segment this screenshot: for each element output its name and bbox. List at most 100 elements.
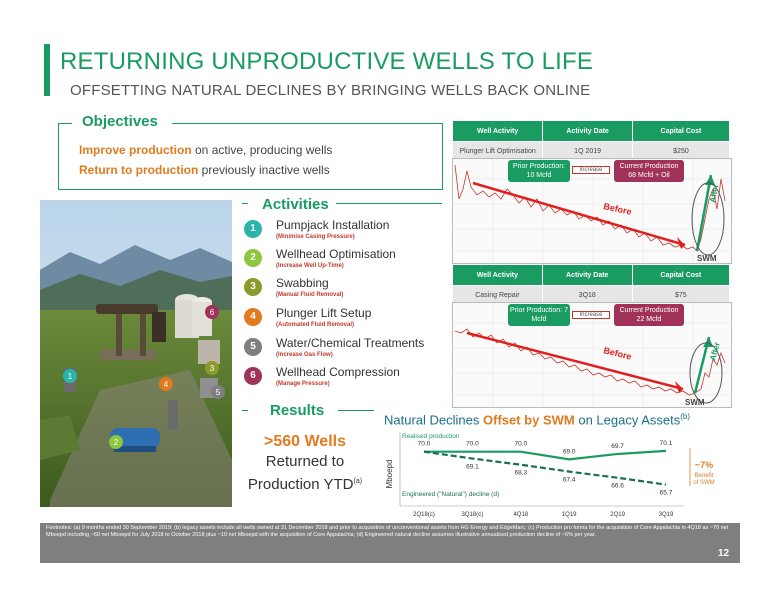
before-label: Before xyxy=(603,201,633,217)
objective-item-2: Return to production previously inactive… xyxy=(79,163,330,177)
data-label: 70.0 xyxy=(418,441,431,448)
engineered-decline-line xyxy=(423,450,667,486)
benefit-line-1: Benefit xyxy=(695,473,714,479)
results-well-count: >560 Wells xyxy=(264,433,346,450)
activities-heading: Activities xyxy=(262,196,329,213)
scene-marker-4: 4 xyxy=(164,380,169,389)
scene-marker-5: 5 xyxy=(216,388,221,397)
data-label: 66.6 xyxy=(611,483,624,490)
activity-number: 3 xyxy=(244,278,262,296)
swm-label: SWM xyxy=(685,398,705,407)
legend-realised: Realised production xyxy=(402,433,460,440)
results-line-3: Production YTD(a) xyxy=(247,476,363,493)
before-label: Before xyxy=(603,345,633,362)
activity-title: Plunger Lift Setup xyxy=(276,306,372,320)
scene-marker-6: 6 xyxy=(210,308,215,317)
footnote: Footnotes: (a) 9 months ended 30 Septemb… xyxy=(46,525,729,538)
objectives-heading: Objectives xyxy=(82,113,158,130)
scene-marker-3: 3 xyxy=(210,364,215,373)
footer-bar xyxy=(40,523,740,563)
table-cell: $250 xyxy=(631,141,731,162)
chart-title: Natural Declines Offset by SWM on Legacy… xyxy=(384,412,691,428)
current-production-callout-2: Current Production 22 Mcfd xyxy=(614,304,684,326)
activities-rule xyxy=(336,203,442,204)
data-label: 70.0 xyxy=(514,441,527,448)
results-heading: Results xyxy=(270,402,325,419)
benefit-line-2: of SWM xyxy=(693,480,714,486)
scene-marker-2: 2 xyxy=(114,438,119,447)
x-tick-label: 1Q19 xyxy=(562,512,577,518)
table-header: Well Activity xyxy=(452,264,543,286)
table-cell: $75 xyxy=(631,285,731,306)
objectives-rule-right xyxy=(172,123,442,124)
activity-subtitle: (Minimise Casing Pressure) xyxy=(276,234,355,240)
activity-subtitle: (Manage Pressure) xyxy=(276,381,330,387)
table-cell: 1Q 2019 xyxy=(542,141,633,162)
activity-number: 2 xyxy=(244,249,262,267)
objective-item-1: Improve production on active, producing … xyxy=(79,143,333,157)
x-tick-label: 3Q18(c) xyxy=(462,512,484,518)
prior-production-callout-2: Prior Production: 7 Mcfd xyxy=(508,304,570,326)
page-title: RETURNING UNPRODUCTIVE WELLS TO LIFE xyxy=(60,48,594,75)
activity-subtitle: (Automated Fluid Removal) xyxy=(276,322,355,328)
table-header: Capital Cost xyxy=(631,120,731,142)
results-summary: >560 Wells Returned to Production YTD(a) xyxy=(246,432,364,495)
prior-production-callout-1: Prior Production: 10 Mcfd xyxy=(508,160,570,182)
objectives-rule-left xyxy=(58,123,72,124)
page-subtitle: OFFSETTING NATURAL DECLINES BY BRINGING … xyxy=(70,82,591,99)
data-label: 70.1 xyxy=(660,440,673,447)
legend-engineered: Engineered ("Natural") decline (d) xyxy=(402,491,499,498)
well-site-illustration: 1 2 3 4 5 6 xyxy=(40,200,232,507)
x-tick-label: 4Q18 xyxy=(513,512,528,518)
activity-subtitle: (Increase Well Up-Time) xyxy=(276,263,344,269)
activity-title: Wellhead Compression xyxy=(276,365,400,379)
current-production-callout-1: Current Production 68 Mcfd + Oil xyxy=(614,160,684,182)
data-label: 65.7 xyxy=(660,490,673,497)
data-label: 70.0 xyxy=(466,441,479,448)
well-activity-table-2: Well Activity Activity Date Capital Cost… xyxy=(452,264,731,306)
table-header: Well Activity xyxy=(451,120,544,142)
x-tick-label: 3Q19 xyxy=(659,512,674,518)
results-line-2: Returned to xyxy=(265,453,345,470)
increase-arrow-2: Increase xyxy=(572,311,610,319)
activity-title: Wellhead Optimisation xyxy=(276,247,396,261)
data-label: 68.3 xyxy=(514,470,527,477)
activity-number: 4 xyxy=(244,308,262,326)
results-dash xyxy=(242,410,248,411)
activity-subtitle: (Increase Gas Flow) xyxy=(276,352,333,358)
swm-label: SWM xyxy=(697,254,717,263)
well-production-plot-1: Before After SWM xyxy=(452,158,732,264)
activity-subtitle: (Manual Fluid Removal) xyxy=(276,292,344,298)
activities-dash xyxy=(242,203,248,204)
well-activity-table-1: Well Activity Activity Date Capital Cost… xyxy=(451,120,731,162)
realised-production-line xyxy=(424,449,667,461)
data-label: 69.1 xyxy=(466,464,479,471)
activity-number: 5 xyxy=(244,338,262,356)
objectives-box xyxy=(58,123,443,190)
after-label: After xyxy=(708,183,720,203)
increase-arrow-1: Increase xyxy=(572,166,610,174)
activity-number: 1 xyxy=(244,220,262,238)
results-rule xyxy=(338,410,374,411)
data-label: 69.7 xyxy=(611,443,624,450)
activity-title: Water/Chemical Treatments xyxy=(276,336,425,350)
title-accent-bar xyxy=(44,44,50,96)
chart-ylabel: Mboepd xyxy=(385,460,394,489)
x-tick-label: 2Q19 xyxy=(610,512,625,518)
well-plot-1-graphic: Before After SWM xyxy=(453,159,731,263)
x-tick-label: 2Q18(c) xyxy=(413,512,435,518)
data-label: 67.4 xyxy=(563,477,576,484)
benefit-value: ~7% xyxy=(695,460,713,470)
activity-title: Pumpjack Installation xyxy=(276,218,390,232)
table-cell: Casing Repair xyxy=(452,285,543,306)
activity-title: Swabbing xyxy=(276,276,329,290)
well-site-scene: 1 2 3 4 5 6 xyxy=(40,200,232,507)
table-cell: Plunger Lift Optimisation xyxy=(451,141,544,162)
activity-number: 6 xyxy=(244,367,262,385)
table-header: Activity Date xyxy=(541,264,633,286)
data-label: 69.0 xyxy=(563,448,576,455)
scene-marker-1: 1 xyxy=(68,372,73,381)
table-header: Activity Date xyxy=(542,120,633,142)
natural-declines-chart: Mboepd Realised production Engineered ("… xyxy=(385,432,715,518)
page-number: 12 xyxy=(718,548,730,559)
